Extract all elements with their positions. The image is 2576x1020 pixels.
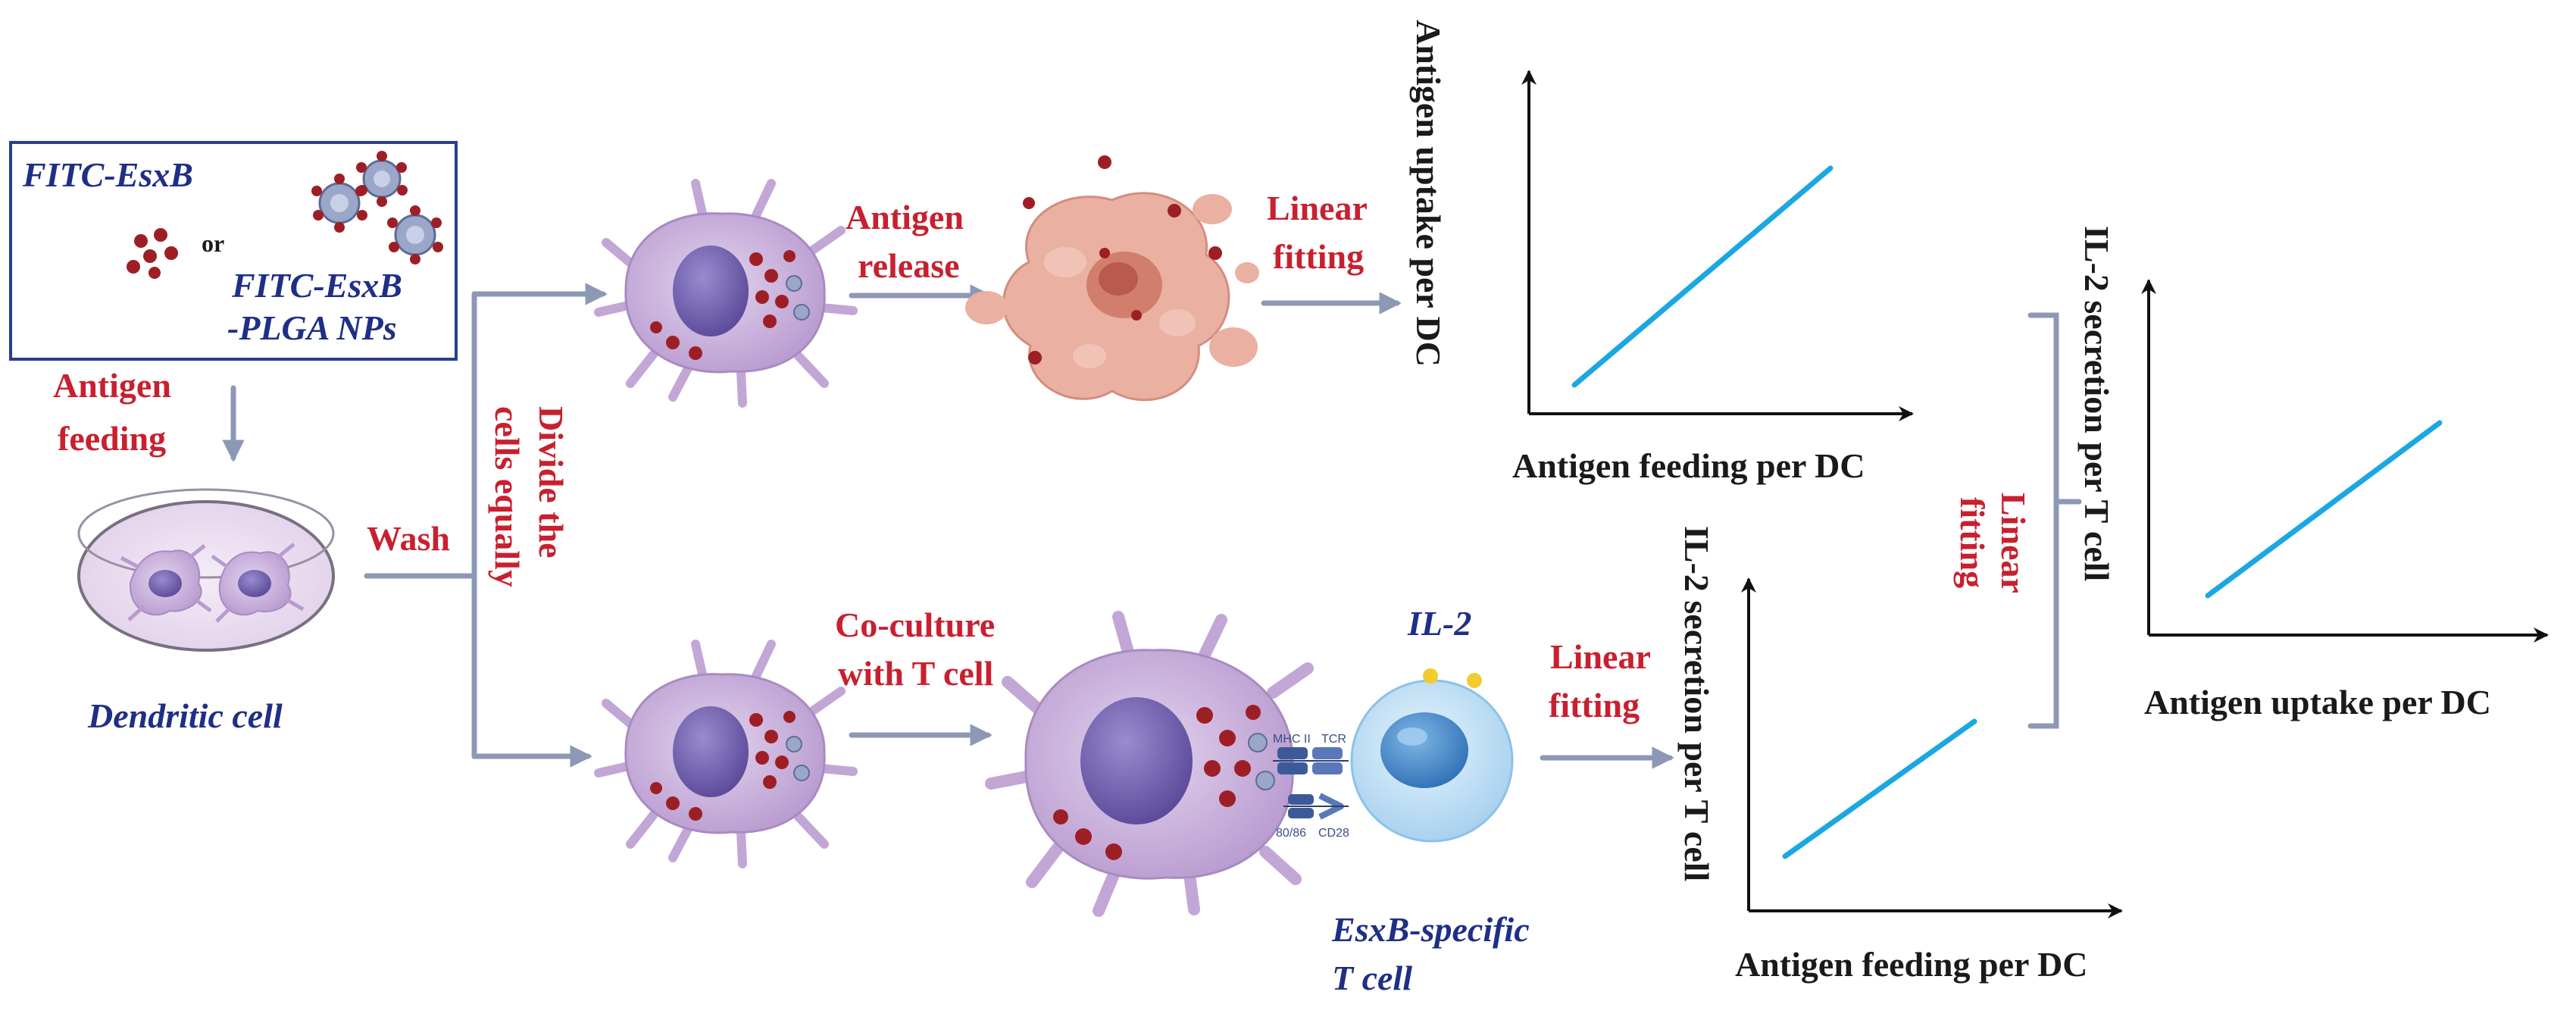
mhc-tcr-complex [1273,747,1349,774]
plot-bottom-fit-line [1782,718,1977,859]
coculture-dendritic-cell [985,611,1314,917]
dendritic-cell-top [594,179,858,408]
antigen-options-box [9,141,458,361]
linear-fitting-top-line1: Linear [1267,189,1368,227]
mhc-label: MHC II [1273,733,1311,746]
option-nanoparticle-label-line2: -PLGA NPs [227,308,397,347]
plot-right-ylabel: IL-2 secretion per T cell [2077,226,2116,582]
plot-top [1521,70,1914,421]
t-cell-caption-line1: EsxB-specific [1332,910,1530,949]
plot-top-fit-line [1571,165,1834,388]
option-nanoparticle-label-line1: FITC-EsxB [232,266,402,305]
t-cell-caption-line2: T cell [1332,959,1412,997]
coculture-label-line1: Co-culture [835,605,996,644]
cd80-label: 80/86 [1276,827,1306,840]
fitting-plots [1521,70,2549,918]
antigen-release-label-line1: Antigen [846,198,964,236]
plot-right [2141,279,2549,643]
free-antigen-icon [127,228,178,279]
plot-right-fit-line [2205,420,2443,599]
linear-fitting-bottom-line2: fitting [1549,686,1640,724]
il2-label: IL-2 [1408,604,1472,643]
flow-connectors [222,283,2082,769]
wash-label: Wash [367,519,450,558]
lysed-cell [965,155,1259,402]
antigen-feeding-label-line2: feeding [58,419,167,458]
plot-bottom [1741,577,2123,918]
antigen-feeding-label-line1: Antigen [53,366,171,405]
dish-cell-1 [120,544,212,621]
cd28-label: CD28 [1318,827,1349,840]
plot-bottom-ylabel: IL-2 secretion per T cell [1677,526,1716,882]
dish-cell-2 [211,543,305,623]
cd80-cd28-complex [1283,793,1349,820]
or-label: or [202,230,225,257]
plot-bottom-xlabel: Antigen feeding per DC [1735,945,2088,984]
antigen-release-label-line2: release [858,246,960,285]
plot-top-xlabel: Antigen feeding per DC [1512,446,1865,485]
divide-label-line1: Divide the [532,406,571,558]
tcr-label: TCR [1321,733,1346,746]
linear-fitting-bottom-line1: Linear [1550,637,1651,676]
divide-label-line2: cells equally [488,406,527,587]
petri-dish [77,488,335,652]
linear-fitting-top-line2: fitting [1273,237,1365,276]
dendritic-cell-bottom [594,640,858,868]
nanoparticle-icon [311,151,443,264]
immune-synapse [1273,747,1349,820]
il2-dots [1423,668,1482,688]
plot-top-ylabel: Antigen uptake per DC [1409,20,1448,367]
linear-fitting-right-line1: Linear [1994,493,2033,593]
dendritic-cell-caption: Dendritic cell [88,696,283,735]
option-free-antigen-label: FITC-EsxB [23,155,193,194]
merge-bracket [2027,312,2059,729]
plot-right-xlabel: Antigen uptake per DC [2144,683,2491,721]
linear-fitting-right-line2: fitting [1953,497,1992,589]
coculture-label-line2: with T cell [838,654,994,693]
t-cell [1350,679,1514,843]
